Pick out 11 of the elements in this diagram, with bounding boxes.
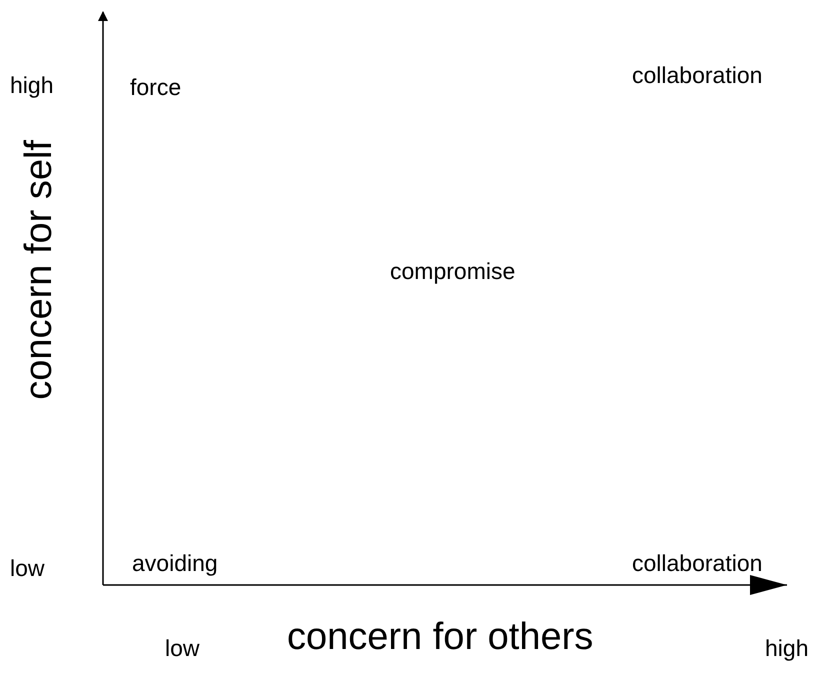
tick-label: low (165, 637, 200, 660)
tick-label: high (765, 637, 808, 660)
category-label: collaboration (632, 64, 762, 87)
tick-label: low (10, 557, 45, 580)
axis-label: concern for others (287, 618, 594, 656)
category-label: compromise (390, 260, 516, 283)
tick-label: high (10, 74, 54, 97)
category-label: avoiding (132, 552, 218, 575)
category-label: force (130, 76, 182, 99)
category-label: collaboration (632, 552, 762, 575)
axis-label: concern for self (20, 140, 58, 400)
